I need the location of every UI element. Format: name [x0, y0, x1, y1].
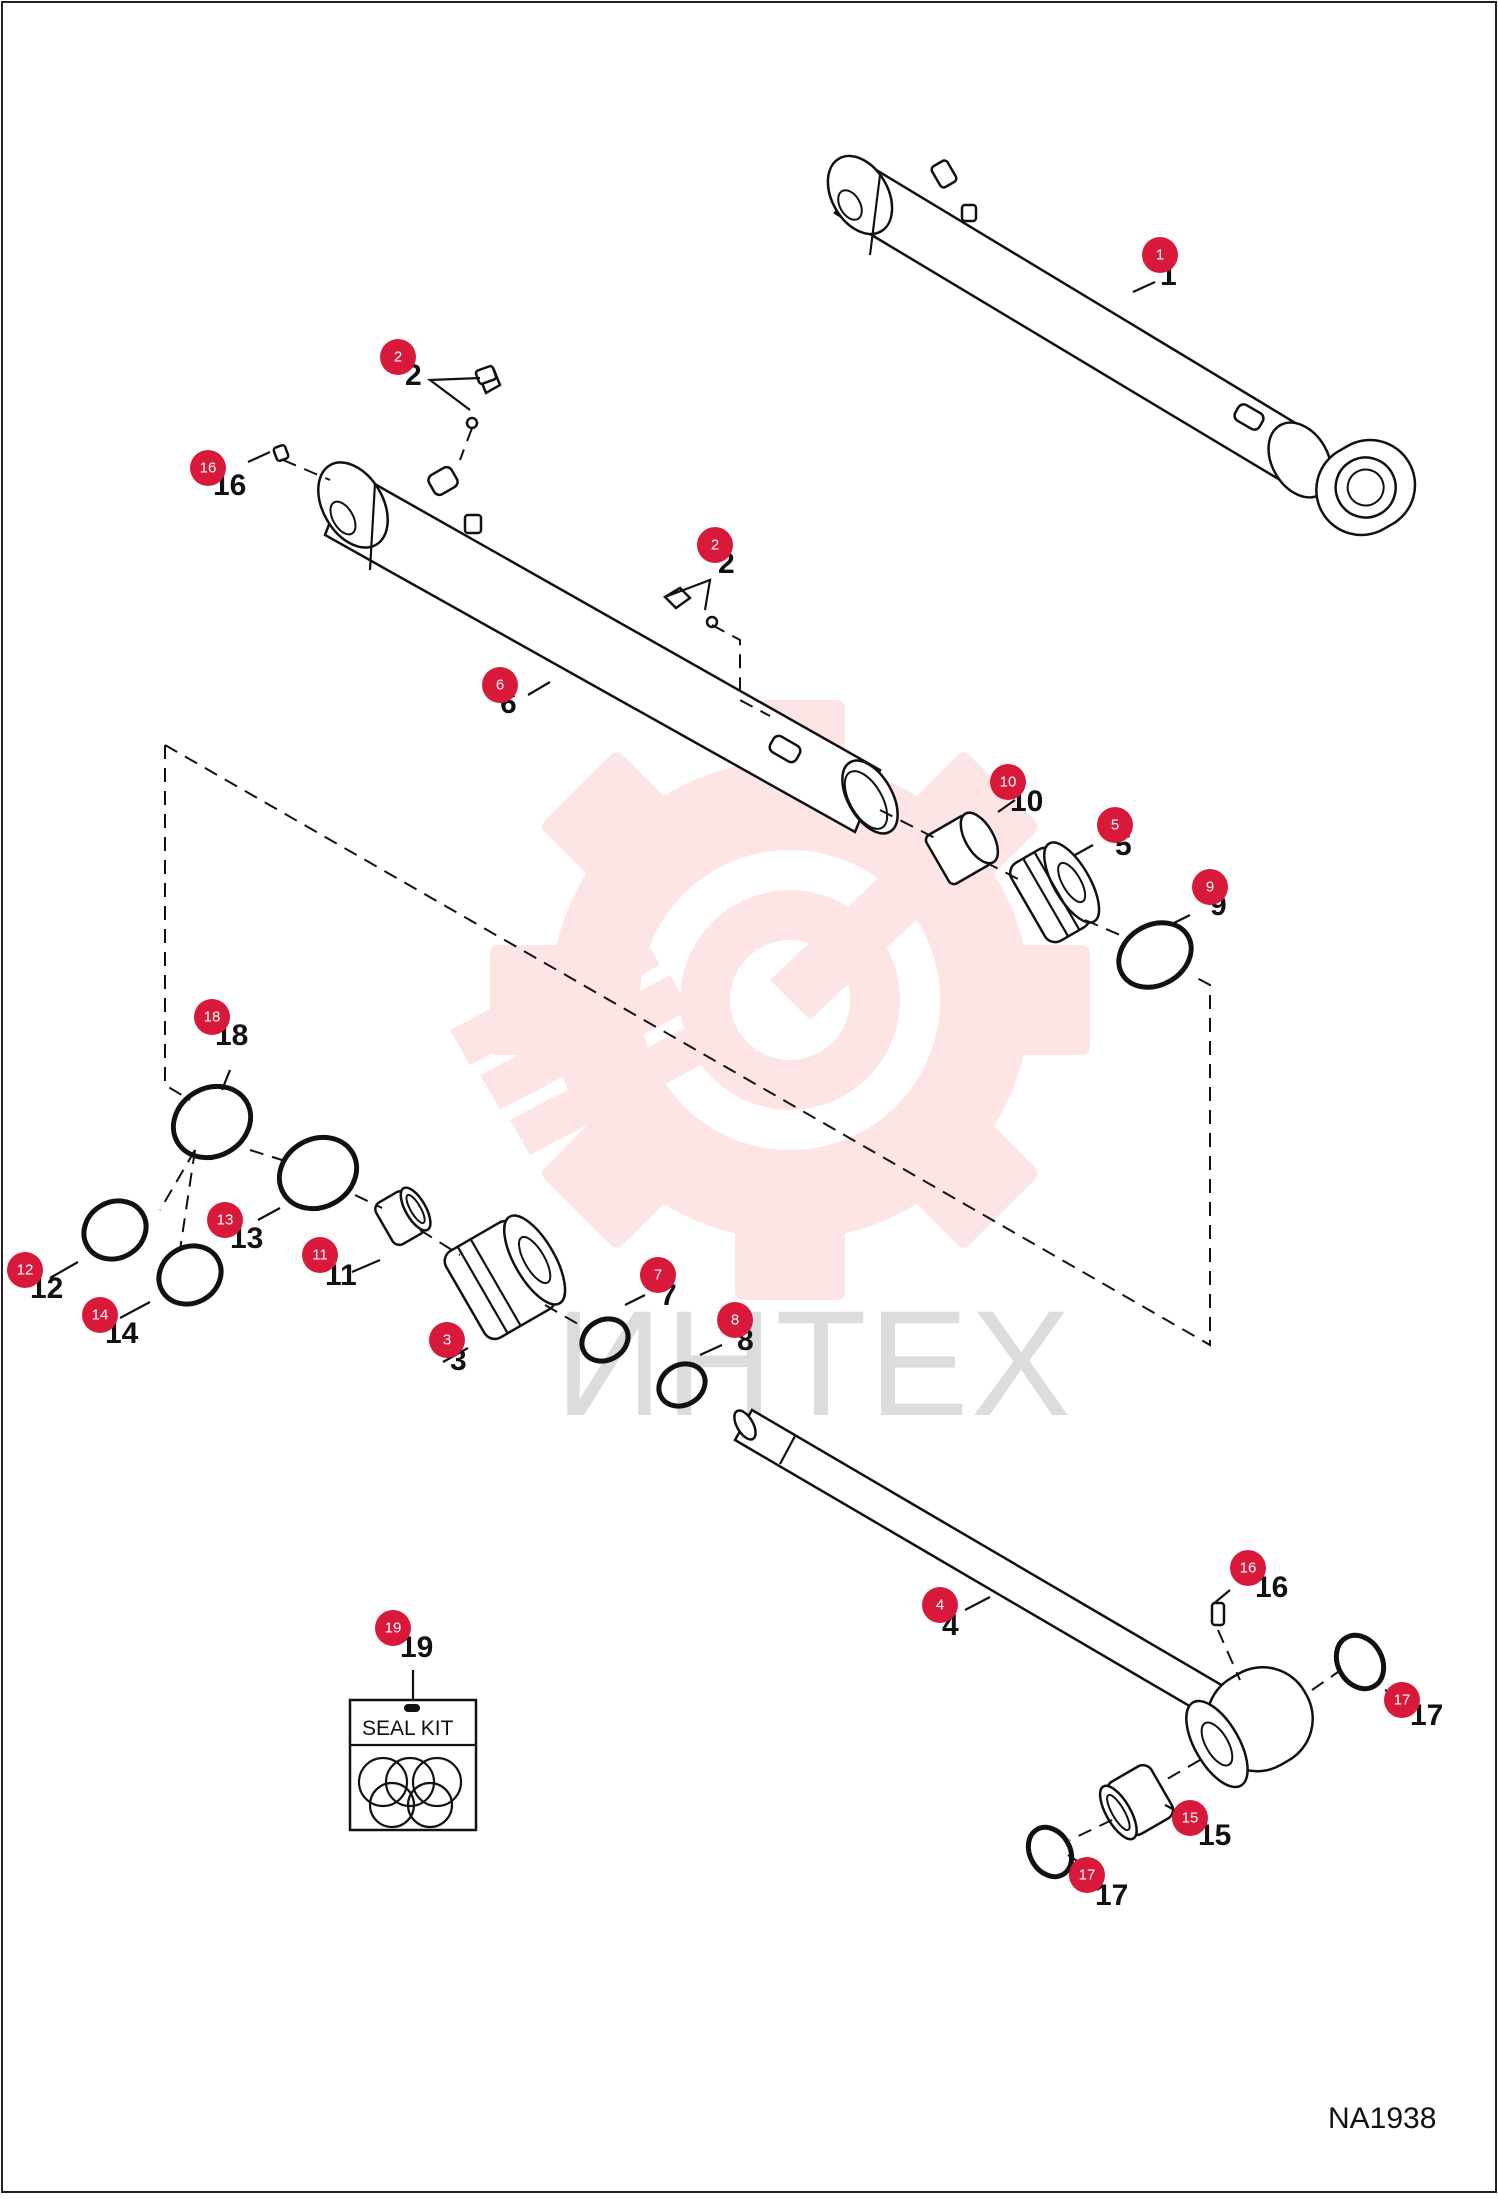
bushing-11: [374, 1186, 432, 1247]
callout-bubble-label: 15: [1182, 1810, 1199, 1827]
callout-bubble-label: 12: [17, 1262, 34, 1279]
callout-bubble: [1172, 1800, 1208, 1836]
callout-bubble: [1192, 869, 1228, 905]
reference-code: NA1938: [1328, 2102, 1436, 2135]
callout-bubble-label: 7: [654, 1267, 662, 1284]
assembled-cylinder: [826, 154, 1417, 537]
callout-bubble-label: 14: [92, 1307, 109, 1324]
callout-bubble: [1142, 237, 1178, 273]
piston-rod: [733, 1408, 1314, 1789]
watermark-logo: [450, 700, 1090, 1300]
o-ring-12: [81, 1198, 149, 1262]
callout-bubble: [697, 527, 733, 563]
callouts: 1122221616661010559918181313111112121414…: [7, 237, 1443, 1912]
callout-bubble-label: 13: [217, 1212, 234, 1229]
callout-bubble-label: 3: [443, 1332, 451, 1349]
fitting-parts: [272, 364, 1226, 1627]
callout-bubble: [302, 1237, 338, 1273]
callout-bubble: [207, 1202, 243, 1238]
bushing-15: [1098, 1763, 1175, 1841]
callout-bubble-label: 10: [1000, 774, 1017, 791]
piston: [1008, 841, 1101, 944]
o-ring-18: [170, 1083, 254, 1161]
callout-bubble-label: 16: [200, 460, 217, 477]
callout-bubble-label: 8: [731, 1312, 739, 1329]
assembly-lines: [159, 427, 1339, 1841]
callout-bubble-label: 2: [711, 537, 719, 554]
callout-bubble: [990, 764, 1026, 800]
callout-bubble-label: 16: [1240, 1560, 1257, 1577]
callout-bubble: [194, 999, 230, 1035]
callout-bubble-label: 18: [204, 1009, 221, 1026]
callout-bubble-label: 5: [1111, 817, 1119, 834]
callout-bubble: [7, 1252, 43, 1288]
callout-bubble-label: 6: [496, 677, 504, 694]
callout-bubble: [1384, 1682, 1420, 1718]
cylinder-barrel: [317, 461, 899, 835]
watermark-text: ИНТЕХ: [555, 1279, 1073, 1447]
o-ring-upper: [276, 1134, 360, 1212]
callout-bubble: [429, 1322, 465, 1358]
callout-bubble: [717, 1302, 753, 1338]
callout-bubble-label: 4: [936, 1597, 944, 1614]
callout-bubble: [1097, 807, 1133, 843]
callout-bubble: [82, 1297, 118, 1333]
seal-8: [656, 1361, 708, 1409]
gland-3: [443, 1214, 567, 1341]
o-ring-9: [1116, 920, 1194, 990]
callout-bubble-label: 2: [394, 349, 402, 366]
callout-bubble: [1230, 1550, 1266, 1586]
callout-bubble: [375, 1610, 411, 1646]
callout-bubble: [380, 339, 416, 375]
seal-kit-label: SEAL KIT: [362, 1717, 454, 1740]
callout-bubble: [482, 667, 518, 703]
callout-bubble: [922, 1587, 958, 1623]
callout-bubble-label: 19: [385, 1620, 402, 1637]
callout-bubble-label: 17: [1394, 1692, 1411, 1709]
callout-bubble-label: 9: [1206, 879, 1214, 896]
callout-bubble-label: 1: [1156, 247, 1164, 264]
callout-bubble: [190, 450, 226, 486]
callout-bubble-label: 11: [312, 1247, 328, 1264]
callout-bubble: [640, 1257, 676, 1293]
seal-17-right: [1333, 1632, 1387, 1692]
seal-7: [579, 1316, 631, 1364]
callout-bubble-label: 17: [1079, 1867, 1096, 1884]
piston-nut: [924, 811, 1000, 886]
seal-kit-box: [348, 1698, 478, 1832]
o-ring-14: [156, 1243, 224, 1307]
seal-17-lower: [1025, 1824, 1075, 1880]
callout-bubble: [1069, 1857, 1105, 1893]
